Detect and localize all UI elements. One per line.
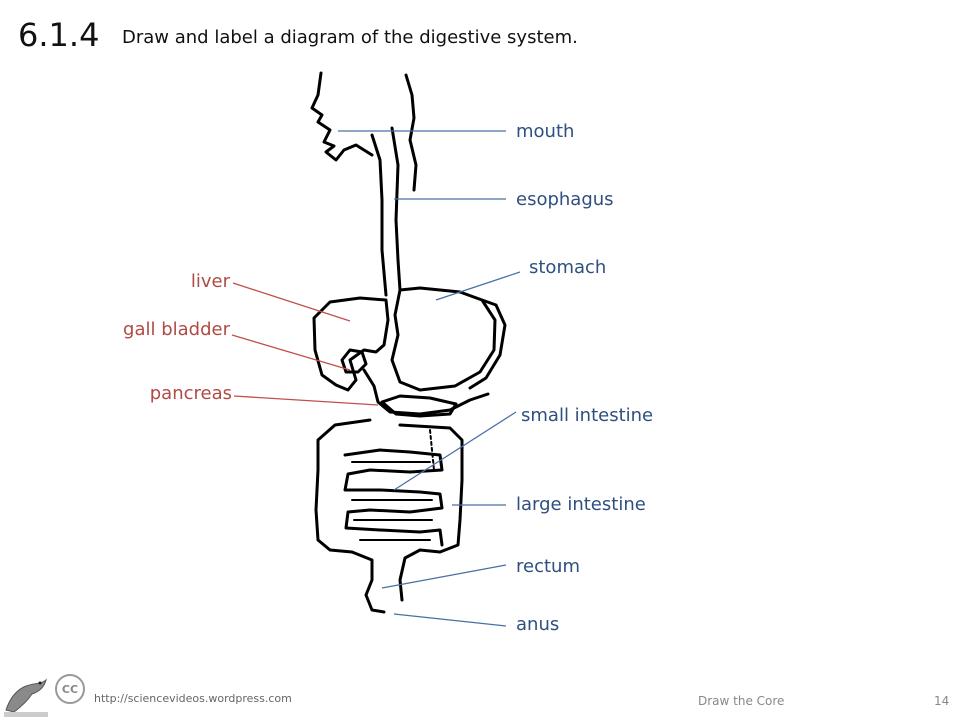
label-stomach: stomach	[529, 257, 607, 278]
left-leader-lines	[231, 282, 379, 406]
stomach-leader	[435, 271, 521, 301]
stomach-fold	[468, 298, 507, 390]
label-liver: liver	[190, 271, 230, 292]
back-of-neck	[404, 73, 418, 192]
liver-shape	[312, 296, 390, 392]
label-large-intestine: large intestine	[516, 494, 646, 515]
duodenum	[362, 368, 490, 416]
label-small-intestine: small intestine	[521, 405, 654, 426]
label-rectum: rectum	[516, 556, 580, 577]
small-intestine-coils-inner	[351, 461, 433, 541]
small-intestine-leader	[393, 411, 517, 491]
gall-bladder-shape	[340, 348, 368, 374]
pancreas-shape	[380, 394, 458, 418]
stomach-shape	[390, 286, 497, 392]
footer-url[interactable]: http://sciencevideos.wordpress.com	[94, 692, 292, 705]
anus-leader	[393, 613, 507, 627]
gall-bladder-leader	[231, 334, 351, 371]
large-intestine-right	[398, 423, 464, 602]
label-esophagus: esophagus	[516, 189, 614, 210]
large-intestine-frame	[314, 418, 386, 614]
body-outline	[310, 71, 507, 614]
rectum-leader	[381, 564, 507, 589]
face-profile	[310, 71, 374, 162]
footer-center-text: Draw the Core	[698, 694, 785, 708]
page-number: 14	[934, 694, 950, 708]
label-pancreas: pancreas	[149, 383, 232, 404]
label-gall-bladder: gall bladder	[123, 319, 230, 340]
small-intestine-vertical	[429, 429, 435, 471]
esophagus-tube-back	[390, 126, 402, 292]
slide-number: 6.1.4	[18, 16, 100, 54]
pancreas-leader	[233, 395, 379, 406]
small-intestine-coils	[343, 448, 444, 547]
right-leader-lines	[338, 130, 521, 627]
creative-commons-icon: CC	[55, 674, 85, 704]
label-anus: anus	[516, 614, 560, 635]
slide-title: Draw and label a diagram of the digestiv…	[122, 27, 578, 48]
label-mouth: mouth	[516, 121, 575, 142]
lizard-logo-icon	[4, 678, 48, 717]
esophagus-tube	[370, 133, 388, 297]
liver-leader	[232, 282, 351, 322]
